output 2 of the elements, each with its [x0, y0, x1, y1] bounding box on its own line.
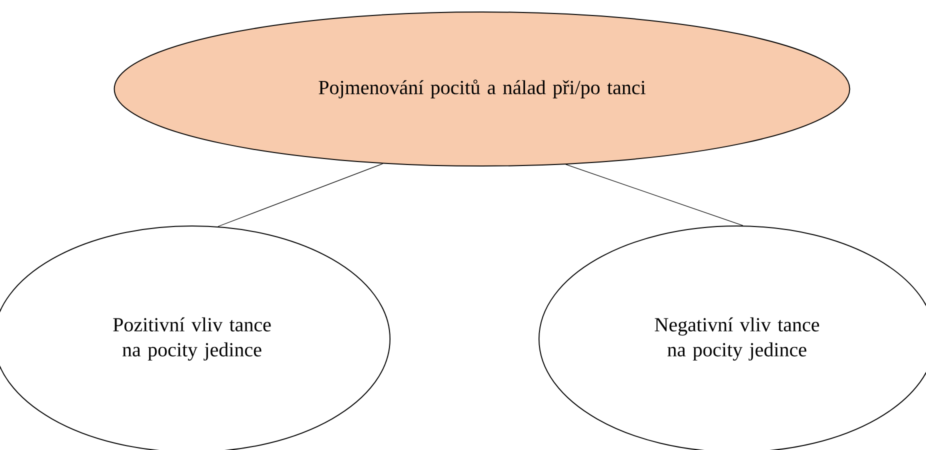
connector-line	[566, 164, 744, 226]
connector-line	[218, 163, 384, 227]
